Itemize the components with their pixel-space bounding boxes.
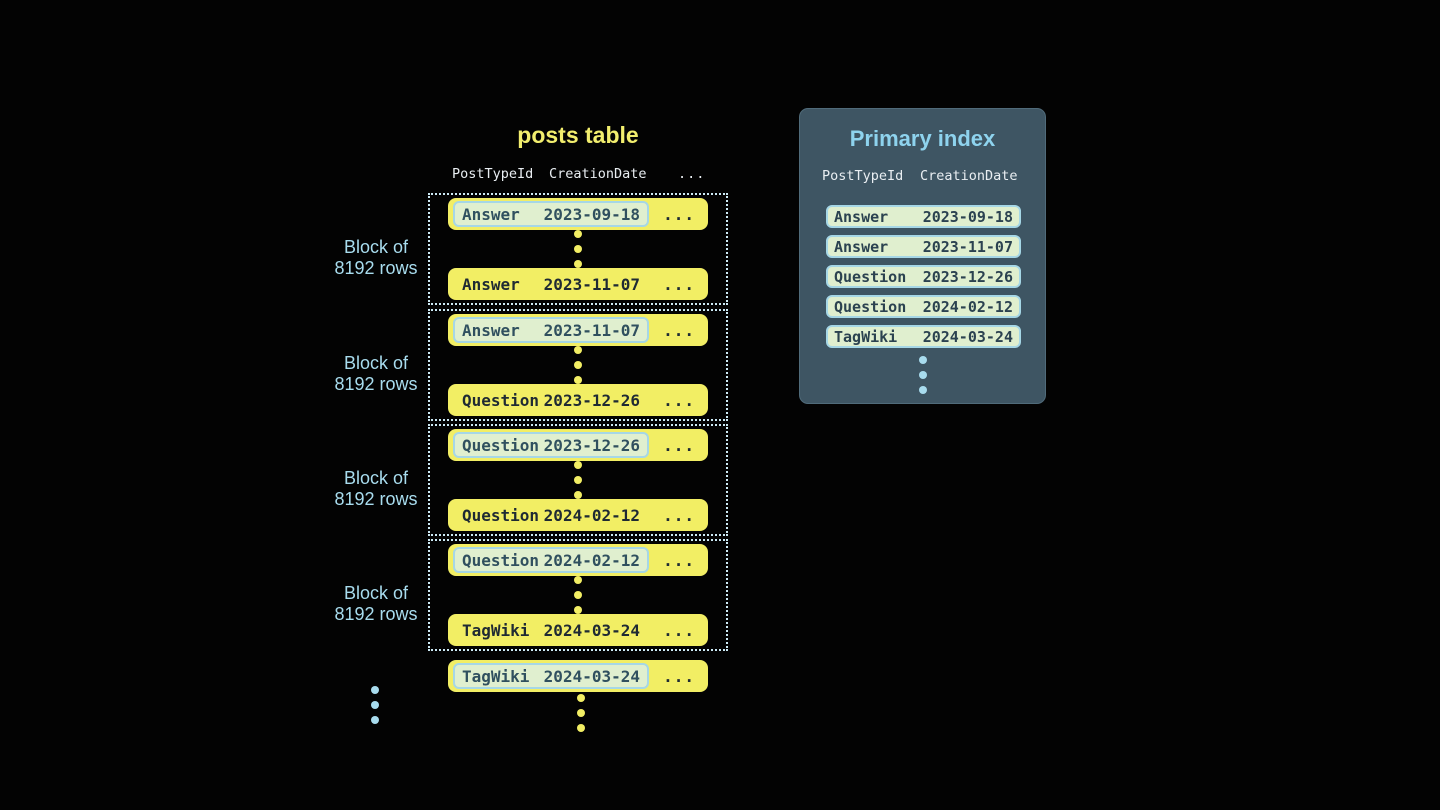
row-ellipsis: ... xyxy=(663,435,695,455)
creation-date: 2023-12-26 xyxy=(543,390,640,410)
index-entry: Answer 2023-09-18 xyxy=(826,205,1021,228)
table-row: Answer 2023-11-07 ... xyxy=(448,314,708,346)
indexed-row-highlight: Answer 2023-11-07 xyxy=(453,317,649,343)
table-row: Answer 2023-11-07 ... xyxy=(448,268,708,300)
vertical-ellipsis-icon xyxy=(574,346,582,384)
column-creationdate: CreationDate xyxy=(920,168,1018,184)
vertical-ellipsis-icon xyxy=(574,461,582,499)
row-values: Question 2023-12-26 xyxy=(453,387,649,413)
index-entry: Answer 2023-11-07 xyxy=(826,235,1021,258)
table-row-overflow: TagWiki 2024-03-24 ... xyxy=(448,660,708,692)
indexed-row-highlight: Question 2024-02-12 xyxy=(453,547,649,573)
table-row: Question 2024-02-12 ... xyxy=(448,499,708,531)
row-ellipsis: ... xyxy=(663,320,695,340)
creation-date: 2024-02-12 xyxy=(922,297,1013,316)
creation-date: 2023-09-18 xyxy=(922,207,1013,226)
creation-date: 2024-03-24 xyxy=(543,620,640,640)
table-row: TagWiki 2024-03-24 ... xyxy=(448,614,708,646)
post-type: TagWiki xyxy=(834,327,898,346)
row-values: Question 2024-02-12 xyxy=(453,502,649,528)
post-type: TagWiki xyxy=(462,666,530,686)
post-type: Answer xyxy=(462,320,520,340)
creation-date: 2023-11-07 xyxy=(543,274,640,294)
creation-date: 2024-02-12 xyxy=(543,550,640,570)
post-type: Question xyxy=(462,505,540,525)
creation-date: 2024-03-24 xyxy=(543,666,640,686)
table-row: Answer 2023-09-18 ... xyxy=(448,198,708,230)
row-block-3: Question 2023-12-26 ... Question 2024-02… xyxy=(428,424,728,536)
row-block-1: Answer 2023-09-18 ... Answer 2023-11-07 … xyxy=(428,193,728,305)
post-type: Answer xyxy=(834,207,889,226)
row-block-4: Question 2024-02-12 ... TagWiki 2024-03-… xyxy=(428,539,728,651)
row-ellipsis: ... xyxy=(663,550,695,570)
table-row: Question 2023-12-26 ... xyxy=(448,384,708,416)
vertical-ellipsis-icon xyxy=(574,230,582,268)
vertical-ellipsis-icon xyxy=(574,576,582,614)
vertical-ellipsis-icon xyxy=(577,694,585,732)
creation-date: 2023-09-18 xyxy=(543,204,640,224)
primary-index-panel: Primary index PostTypeId CreationDate An… xyxy=(799,108,1046,404)
creation-date: 2023-11-07 xyxy=(922,237,1013,256)
creation-date: 2023-12-26 xyxy=(543,435,640,455)
row-values: TagWiki 2024-03-24 xyxy=(453,617,649,643)
index-entry: TagWiki 2024-03-24 xyxy=(826,325,1021,348)
row-block-2: Answer 2023-11-07 ... Question 2023-12-2… xyxy=(428,309,728,421)
column-posttypeid: PostTypeId xyxy=(822,168,904,184)
block-label-1: Block of 8192 rows xyxy=(334,237,418,278)
indexed-row-highlight: Question 2023-12-26 xyxy=(453,432,649,458)
index-entry: Question 2023-12-26 xyxy=(826,265,1021,288)
row-ellipsis: ... xyxy=(663,505,695,525)
creation-date: 2023-12-26 xyxy=(922,267,1013,286)
post-type: Question xyxy=(462,550,540,570)
block-label-2: Block of 8192 rows xyxy=(334,353,418,394)
row-ellipsis: ... xyxy=(663,204,695,224)
block-label-4: Block of 8192 rows xyxy=(334,583,418,624)
row-ellipsis: ... xyxy=(663,274,695,294)
post-type: TagWiki xyxy=(462,620,530,640)
vertical-ellipsis-icon xyxy=(918,356,927,394)
table-row: Question 2024-02-12 ... xyxy=(448,544,708,576)
row-ellipsis: ... xyxy=(663,620,695,640)
column-creationdate: CreationDate xyxy=(549,166,647,182)
posts-table-title: posts table xyxy=(517,122,639,148)
post-type: Answer xyxy=(834,237,889,256)
creation-date: 2024-03-24 xyxy=(922,327,1013,346)
column-more-ellipsis: ... xyxy=(678,166,706,182)
indexed-row-highlight: TagWiki 2024-03-24 xyxy=(453,663,649,689)
post-type: Answer xyxy=(462,274,520,294)
posts-table-column-header: PostTypeId CreationDate ... xyxy=(452,166,714,184)
row-ellipsis: ... xyxy=(663,390,695,410)
primary-index-column-header: PostTypeId CreationDate xyxy=(800,168,1045,186)
column-posttypeid: PostTypeId xyxy=(452,166,534,182)
row-ellipsis: ... xyxy=(663,666,695,686)
creation-date: 2024-02-12 xyxy=(543,505,640,525)
row-values: Answer 2023-11-07 xyxy=(453,271,649,297)
post-type: Question xyxy=(834,267,907,286)
post-type: Question xyxy=(462,390,540,410)
table-row: Question 2023-12-26 ... xyxy=(448,429,708,461)
primary-index-title: Primary index xyxy=(849,126,996,151)
index-entry: Question 2024-02-12 xyxy=(826,295,1021,318)
post-type: Question xyxy=(834,297,907,316)
post-type: Answer xyxy=(462,204,520,224)
vertical-ellipsis-icon xyxy=(371,686,379,724)
post-type: Question xyxy=(462,435,540,455)
creation-date: 2023-11-07 xyxy=(543,320,640,340)
block-label-3: Block of 8192 rows xyxy=(334,468,418,509)
indexed-row-highlight: Answer 2023-09-18 xyxy=(453,201,649,227)
